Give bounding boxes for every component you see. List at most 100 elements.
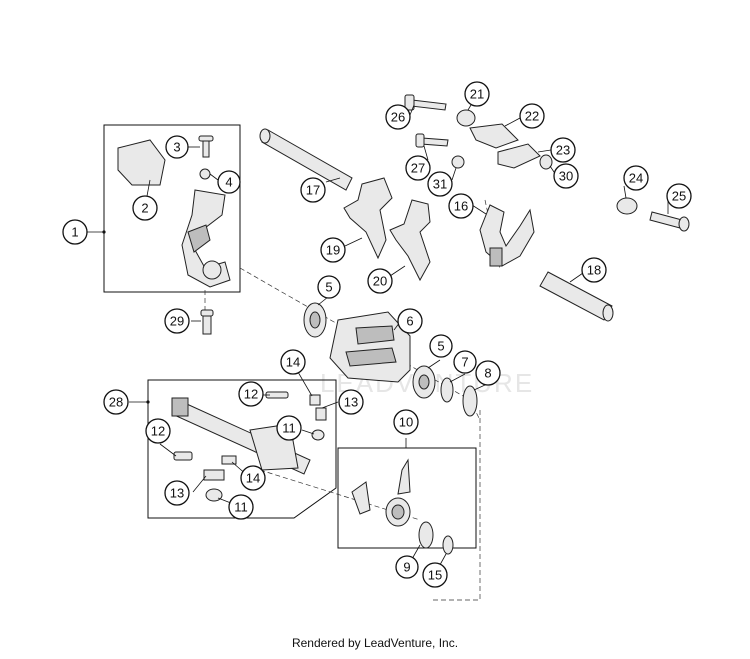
svg-text:11: 11 [234,500,248,515]
svg-text:12: 12 [151,424,165,439]
pin-part-12-lower [173,451,193,461]
callout-3[interactable]: 3 [165,135,189,159]
callout-6[interactable]: 6 [397,308,423,334]
svg-text:20: 20 [373,274,387,289]
callout-11-lower[interactable]: 11 [228,494,254,520]
shift-fork-part-19 [343,177,393,260]
svg-text:5: 5 [325,280,332,295]
bearing-part-5-left [303,302,327,338]
callout-7[interactable]: 7 [453,350,477,374]
callout-26[interactable]: 26 [385,104,411,130]
callout-19[interactable]: 19 [320,237,346,263]
callout-15[interactable]: 15 [422,562,448,588]
group-box-locking-lever [337,447,477,549]
bush-part-13-lower [203,469,225,481]
shift-fork-part-20 [389,199,431,282]
roller-part-11-upper [311,429,325,441]
callout-12-lower[interactable]: 12 [145,418,171,444]
callout-25[interactable]: 25 [666,183,692,209]
lever-part-23 [497,143,541,169]
parts-diagram: LEADVENTURE [62,81,692,601]
callout-20[interactable]: 20 [367,268,393,294]
svg-text:2: 2 [141,201,148,216]
roller-part-21 [456,109,476,127]
ring-part-31 [451,155,465,169]
washer-part-7 [440,377,454,403]
svg-text:27: 27 [411,161,425,176]
shift-drum-part-6 [329,311,411,383]
bolt-part-26 [404,94,447,111]
callout-22[interactable]: 22 [519,103,545,129]
callout-13-upper[interactable]: 13 [338,389,364,415]
callout-13-lower[interactable]: 13 [164,480,190,506]
svg-text:25: 25 [672,189,686,204]
washer-part-8 [462,385,478,417]
roller-part-11-lower [205,488,223,502]
callout-14-lower[interactable]: 14 [240,465,266,491]
shift-fork-part-16 [479,204,535,267]
callout-2[interactable]: 2 [132,195,158,221]
locking-lever-part-10 [351,458,411,527]
callout-14-upper[interactable]: 14 [280,349,306,375]
svg-text:7: 7 [461,355,468,370]
svg-text:31: 31 [433,177,447,192]
bolt-part-25 [649,211,690,232]
svg-text:23: 23 [556,143,570,158]
callout-10[interactable]: 10 [393,409,419,435]
washer-part-4 [199,168,211,180]
callout-18[interactable]: 18 [581,257,607,283]
callout-29[interactable]: 29 [164,308,190,334]
svg-text:14: 14 [246,471,260,486]
svg-text:11: 11 [282,421,296,436]
callout-4[interactable]: 4 [217,170,241,194]
lever-part-22 [469,123,519,149]
shift-rail-part-17 [259,128,353,191]
bush-part-13-upper [315,407,327,421]
callout-30[interactable]: 30 [553,163,579,189]
callout-21[interactable]: 21 [464,81,490,107]
callout-28[interactable]: 28 [103,389,129,415]
svg-text:5: 5 [437,339,444,354]
svg-text:26: 26 [391,110,405,125]
svg-text:4: 4 [225,175,232,190]
svg-text:28: 28 [109,395,123,410]
leader-lines [87,99,669,573]
svg-text:17: 17 [306,183,320,198]
svg-text:13: 13 [344,395,358,410]
bolt-part-27 [415,133,449,148]
group-box-shift-lever [103,124,241,293]
callout-8[interactable]: 8 [475,360,501,386]
callout-5-right[interactable]: 5 [429,334,453,358]
washer-part-30 [539,154,553,170]
svg-text:8: 8 [484,366,491,381]
circlip-part-15 [442,535,454,555]
callout-12-upper[interactable]: 12 [238,381,264,407]
callout-16[interactable]: 16 [448,193,474,219]
bearing-part-5-right [412,365,436,399]
svg-text:12: 12 [244,387,258,402]
clip-part-14-upper [309,394,321,406]
svg-text:22: 22 [525,109,539,124]
callout-9[interactable]: 9 [395,555,419,579]
callout-5-left[interactable]: 5 [317,275,341,299]
washer-part-9 [418,521,434,549]
footer-credit: Rendered by LeadVenture, Inc. [291,636,459,650]
svg-text:3: 3 [173,140,180,155]
svg-text:29: 29 [170,314,184,329]
callout-11-upper[interactable]: 11 [276,415,302,441]
svg-text:15: 15 [428,568,442,583]
callout-1[interactable]: 1 [62,219,88,245]
callout-24[interactable]: 24 [623,165,649,191]
svg-text:16: 16 [454,199,468,214]
callout-31[interactable]: 31 [427,171,453,197]
callout-17[interactable]: 17 [300,177,326,203]
svg-text:6: 6 [406,314,413,329]
callout-23[interactable]: 23 [550,137,576,163]
svg-text:13: 13 [170,486,184,501]
callout-27[interactable]: 27 [405,155,431,181]
shift-rail-part-18 [539,271,614,322]
shift-lever-part [117,139,231,288]
bush-part-24 [616,197,638,215]
svg-text:10: 10 [399,415,413,430]
screw-part-3 [198,135,214,158]
